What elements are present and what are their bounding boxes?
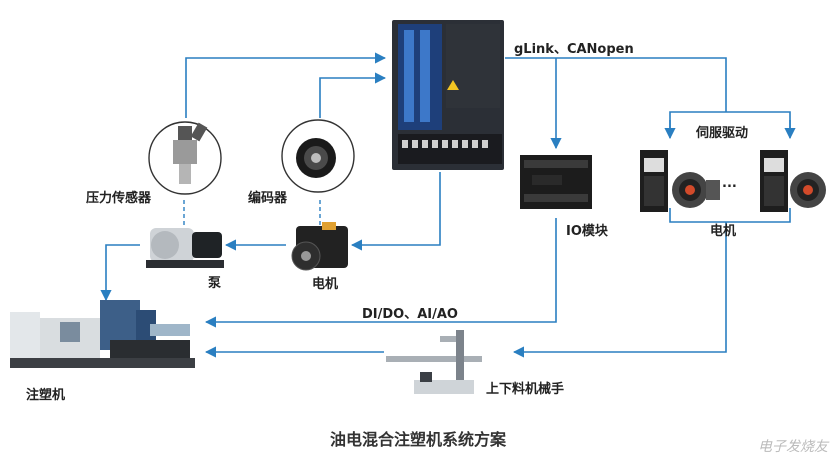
dashed-links [183, 200, 321, 228]
manipulator-label: 上下料机械手 [486, 382, 565, 397]
controller-to-motor-line [350, 172, 441, 251]
manipulator-image [386, 330, 482, 394]
io-to-machine-line [204, 218, 557, 328]
motor-right-label: 电机 [710, 224, 737, 239]
io-module-label: IO模块 [566, 224, 608, 239]
servo-bracket-bottom [669, 208, 791, 223]
io-module-image [520, 155, 592, 209]
injection-machine-image [10, 300, 195, 368]
pressure-sensor-label: 压力传感器 [86, 191, 152, 206]
encoder-to-controller-line [319, 72, 387, 118]
injection-machine-label: 注塑机 [26, 388, 66, 403]
bus-label: gLink、CANopen [514, 42, 634, 57]
dido-label: DI/DO、AI/AO [362, 307, 458, 322]
diagram-title: 油电混合注塑机系统方案 [329, 430, 506, 449]
bus-line [505, 57, 727, 105]
pump-to-machine-line [100, 244, 140, 302]
pressure-sensor-image [148, 121, 222, 195]
pressure-to-controller-line [185, 52, 387, 118]
servo-drive-label: 伺服驱动 [696, 126, 749, 141]
controller-unit [392, 20, 504, 170]
ellipsis-label: ... [722, 176, 737, 191]
servo-left-image [640, 150, 720, 212]
pump-image [146, 228, 224, 268]
servo-right-image [760, 150, 826, 212]
encoder-image [281, 119, 355, 193]
pump-label: 泵 [208, 276, 222, 291]
motor-left-label: 电机 [312, 277, 339, 292]
servo-to-manipulator-line [512, 222, 727, 358]
encoder-label: 编码器 [248, 191, 288, 206]
watermark: 电子发烧友 [758, 439, 828, 455]
connection-lines [100, 52, 796, 358]
motor-left-image [291, 222, 348, 271]
